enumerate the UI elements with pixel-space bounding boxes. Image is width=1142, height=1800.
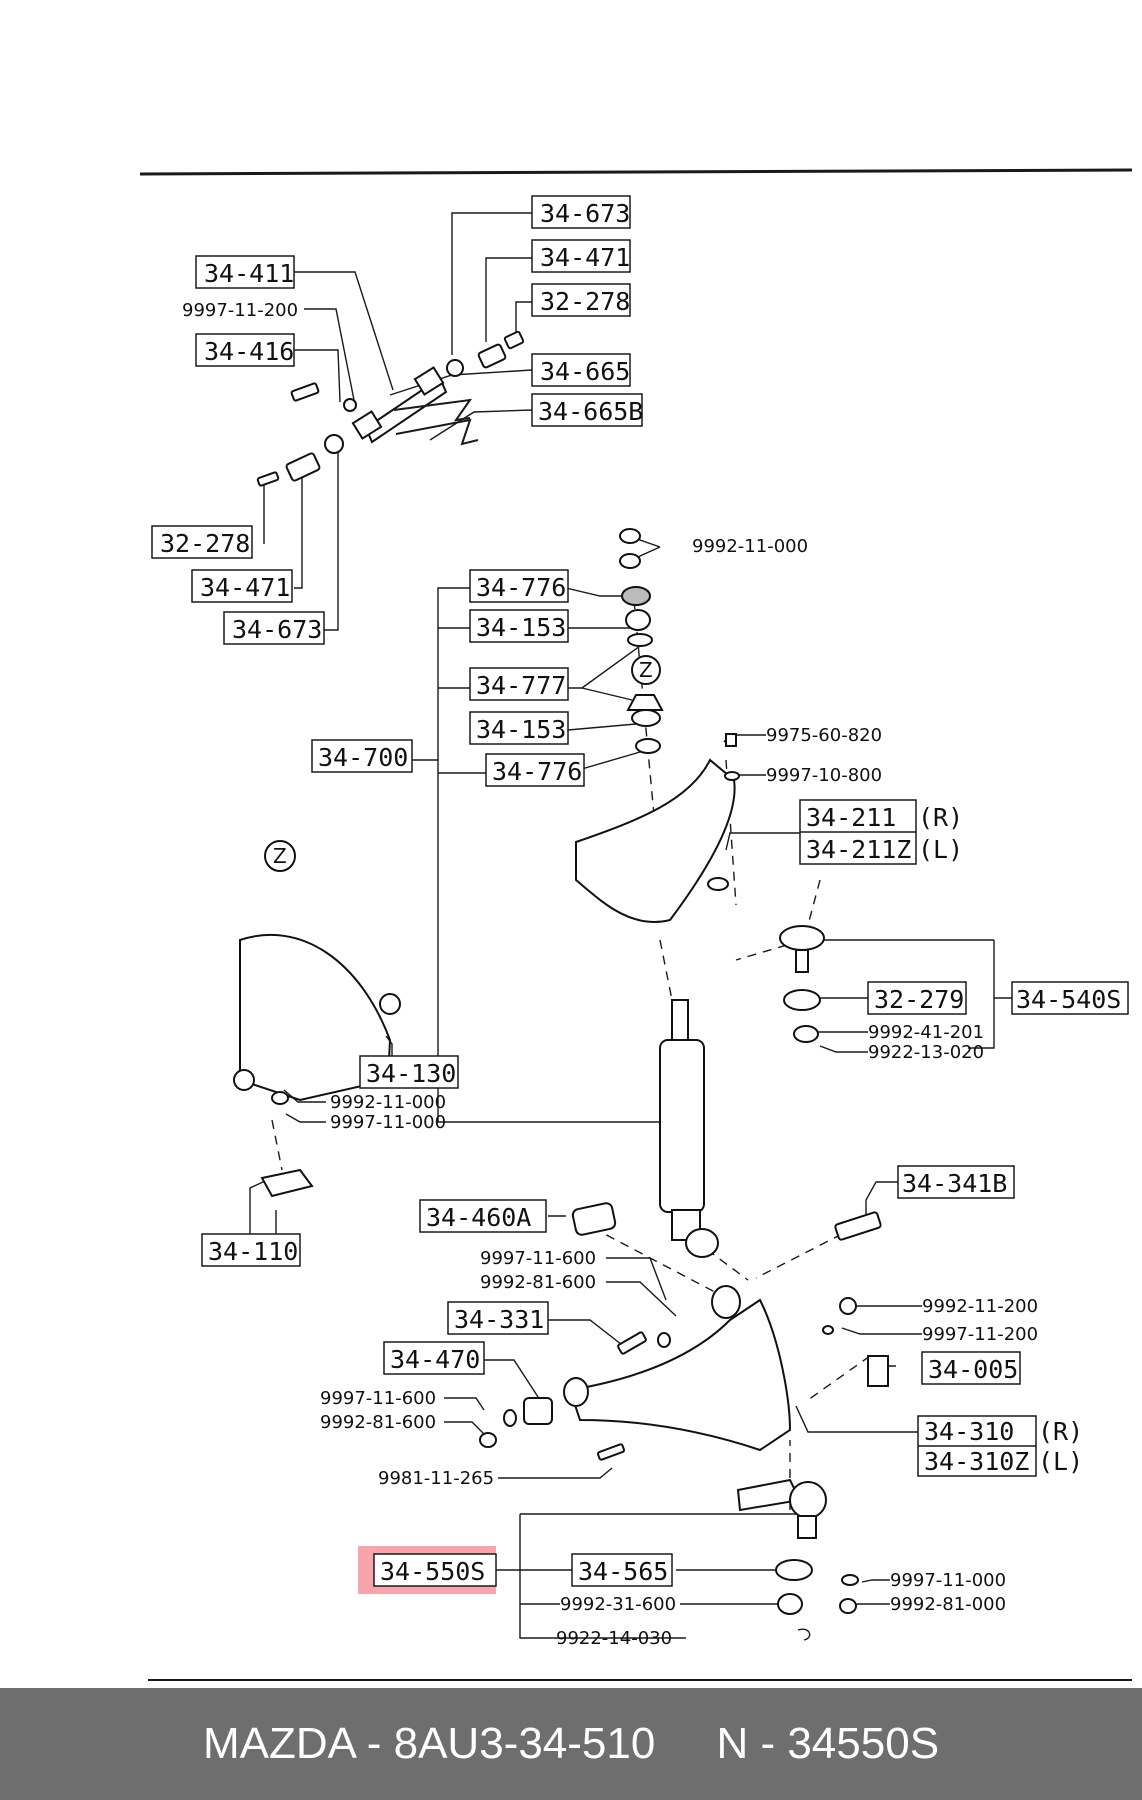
part-label-34-110[interactable]: 34-110 (208, 1237, 298, 1266)
footer-part-numbers: MAZDA - 8AU3-34-510 N - 34550S (0, 1688, 1142, 1800)
part-label-34-331[interactable]: 34-331 (454, 1305, 544, 1334)
part-drawings (233, 330, 889, 1641)
part-label-34-776-bottom[interactable]: 34-776 (492, 757, 582, 786)
part-label-34-310z[interactable]: 34-310Z (924, 1447, 1029, 1476)
part-label-9997-11-600-upper[interactable]: 9997-11-600 (480, 1248, 596, 1269)
part-label-34-673[interactable]: 34-673 (540, 199, 630, 228)
part-label-34-211[interactable]: 34-211 (806, 803, 896, 832)
part-label-9997-11-000-left[interactable]: 9997-11-000 (330, 1112, 446, 1133)
part-label-9992-11-000-left[interactable]: 9992-11-000 (330, 1092, 446, 1113)
part-label-34-460a[interactable]: 34-460A (426, 1203, 531, 1232)
part-label-34-776-top[interactable]: 34-776 (476, 573, 566, 602)
part-label-32-279[interactable]: 32-279 (874, 985, 964, 1014)
part-label-34-565[interactable]: 34-565 (578, 1557, 668, 1586)
part-label-9997-11-200[interactable]: 9997-11-200 (182, 300, 298, 321)
part-label-34-310-side-r: (R) (1038, 1417, 1083, 1446)
leader-lines (249, 212, 1012, 1639)
part-label-34-005[interactable]: 34-005 (928, 1355, 1018, 1384)
part-label-34-310z-side-l: (L) (1038, 1447, 1083, 1476)
part-label-9975-60-820[interactable]: 9975-60-820 (766, 725, 882, 746)
part-label-34-540s[interactable]: 34-540S (1016, 985, 1121, 1014)
part-label-34-665[interactable]: 34-665 (540, 357, 630, 386)
part-label-34-310[interactable]: 34-310 (924, 1417, 1014, 1446)
parts-diagram: 34-673 34-471 32-278 34-411 9997-11-200 … (139, 168, 1133, 1681)
detail-marker-z-left: Z (273, 844, 287, 868)
part-label-9997-10-800[interactable]: 9997-10-800 (766, 765, 882, 786)
part-label-34-673-lower[interactable]: 34-673 (232, 615, 322, 644)
part-label-9992-41-201[interactable]: 9992-41-201 (868, 1022, 984, 1043)
part-label-32-278-lower[interactable]: 32-278 (160, 529, 250, 558)
part-label-34-211-side-r: (R) (918, 803, 963, 832)
part-label-9992-81-600-upper[interactable]: 9992-81-600 (480, 1272, 596, 1293)
part-label-34-700[interactable]: 34-700 (318, 743, 408, 772)
part-label-9992-81-600-lower[interactable]: 9992-81-600 (320, 1412, 436, 1433)
part-label-34-211z-side-l: (L) (918, 835, 963, 864)
part-label-9997-11-600-lower[interactable]: 9997-11-600 (320, 1388, 436, 1409)
part-label-34-411[interactable]: 34-411 (204, 259, 294, 288)
part-label-34-470[interactable]: 34-470 (390, 1345, 480, 1374)
part-label-34-341b[interactable]: 34-341B (902, 1169, 1007, 1198)
part-label-32-278[interactable]: 32-278 (540, 287, 630, 316)
part-label-34-153-bottom[interactable]: 34-153 (476, 715, 566, 744)
part-label-34-550s[interactable]: 34-550S (380, 1557, 485, 1586)
part-label-34-130[interactable]: 34-130 (366, 1059, 456, 1088)
part-label-9997-11-000-lower[interactable]: 9997-11-000 (890, 1570, 1006, 1591)
part-label-9922-14-030[interactable]: 9922-14-030 (556, 1628, 672, 1649)
part-label-9992-11-000-top[interactable]: 9992-11-000 (692, 536, 808, 557)
part-label-34-416[interactable]: 34-416 (204, 337, 294, 366)
part-label-9997-11-200-right[interactable]: 9997-11-200 (922, 1324, 1038, 1345)
part-label-34-777[interactable]: 34-777 (476, 671, 566, 700)
part-label-34-471[interactable]: 34-471 (540, 243, 630, 272)
part-label-34-211z[interactable]: 34-211Z (806, 835, 911, 864)
part-label-34-471-lower[interactable]: 34-471 (200, 573, 290, 602)
part-label-9922-13-020[interactable]: 9922-13-020 (868, 1042, 984, 1063)
detail-marker-z-top: Z (639, 658, 653, 682)
part-label-9992-11-200[interactable]: 9992-11-200 (922, 1296, 1038, 1317)
part-label-9992-81-000[interactable]: 9992-81-000 (890, 1594, 1006, 1615)
part-labels: 34-673 34-471 32-278 34-411 9997-11-200 … (151, 195, 1129, 1649)
part-label-34-153-top[interactable]: 34-153 (476, 613, 566, 642)
part-label-9981-11-265[interactable]: 9981-11-265 (378, 1468, 494, 1489)
part-label-34-665b[interactable]: 34-665B (538, 397, 643, 426)
part-label-9992-31-600[interactable]: 9992-31-600 (560, 1594, 676, 1615)
